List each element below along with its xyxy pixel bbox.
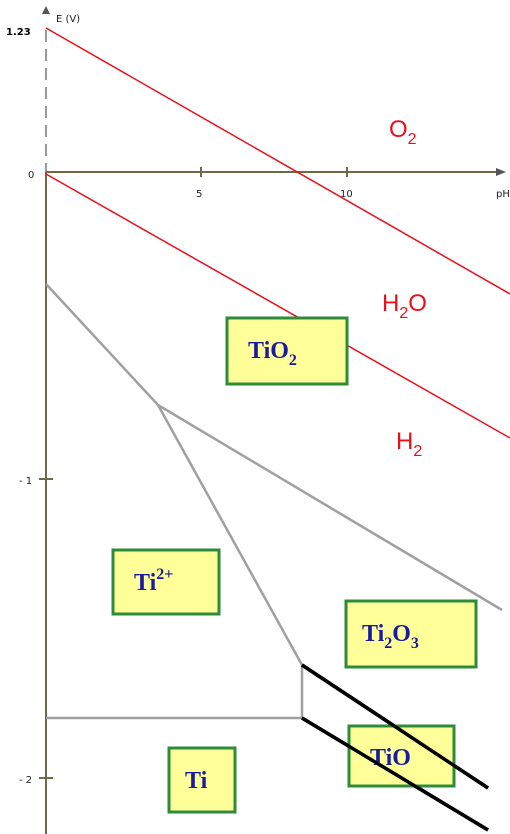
ti2o3-label: Ti2O3 xyxy=(362,621,419,652)
y-tick-label-0: 0 xyxy=(28,170,34,181)
y-tick-label-minus2: - 2 xyxy=(19,775,32,786)
ti-label: Ti xyxy=(185,768,208,794)
tio-ti-boundary-overlay xyxy=(301,716,489,832)
h2o-h2-line xyxy=(45,173,510,439)
ti2o3-box xyxy=(344,599,478,669)
y-axis-label: E (V) xyxy=(56,14,80,25)
tio-label: TiO xyxy=(370,745,411,771)
x-axis-label: pH xyxy=(496,189,510,200)
ti-region: Ti xyxy=(167,746,237,814)
h2-label: H2 xyxy=(396,428,422,460)
x-axis-arrow-icon xyxy=(496,168,506,176)
o2-h2o-line xyxy=(45,27,510,295)
y-axis-arrow-icon xyxy=(42,6,50,14)
ti-box xyxy=(167,746,237,814)
ti2o3-region: Ti2O3 xyxy=(344,599,478,669)
tio2-region: TiO2 xyxy=(225,316,349,386)
ti2o3-tio-boundary-overlay xyxy=(301,663,489,790)
x-tick-label-10: 10 xyxy=(340,189,353,200)
y-tick-label-minus1: - 1 xyxy=(19,476,32,487)
ti2plus-box xyxy=(111,548,221,616)
o2-label: O2 xyxy=(389,116,417,148)
tio2-box xyxy=(225,316,349,386)
ti2plus-region: Ti2+ xyxy=(111,548,221,616)
tio2-label: TiO2 xyxy=(248,338,297,369)
x-tick-label-5: 5 xyxy=(196,189,202,200)
ti2plus-label: Ti2+ xyxy=(134,566,173,596)
h2o-label: H2O xyxy=(382,290,427,322)
y-tick-label-1-23: 1.23 xyxy=(6,27,31,38)
